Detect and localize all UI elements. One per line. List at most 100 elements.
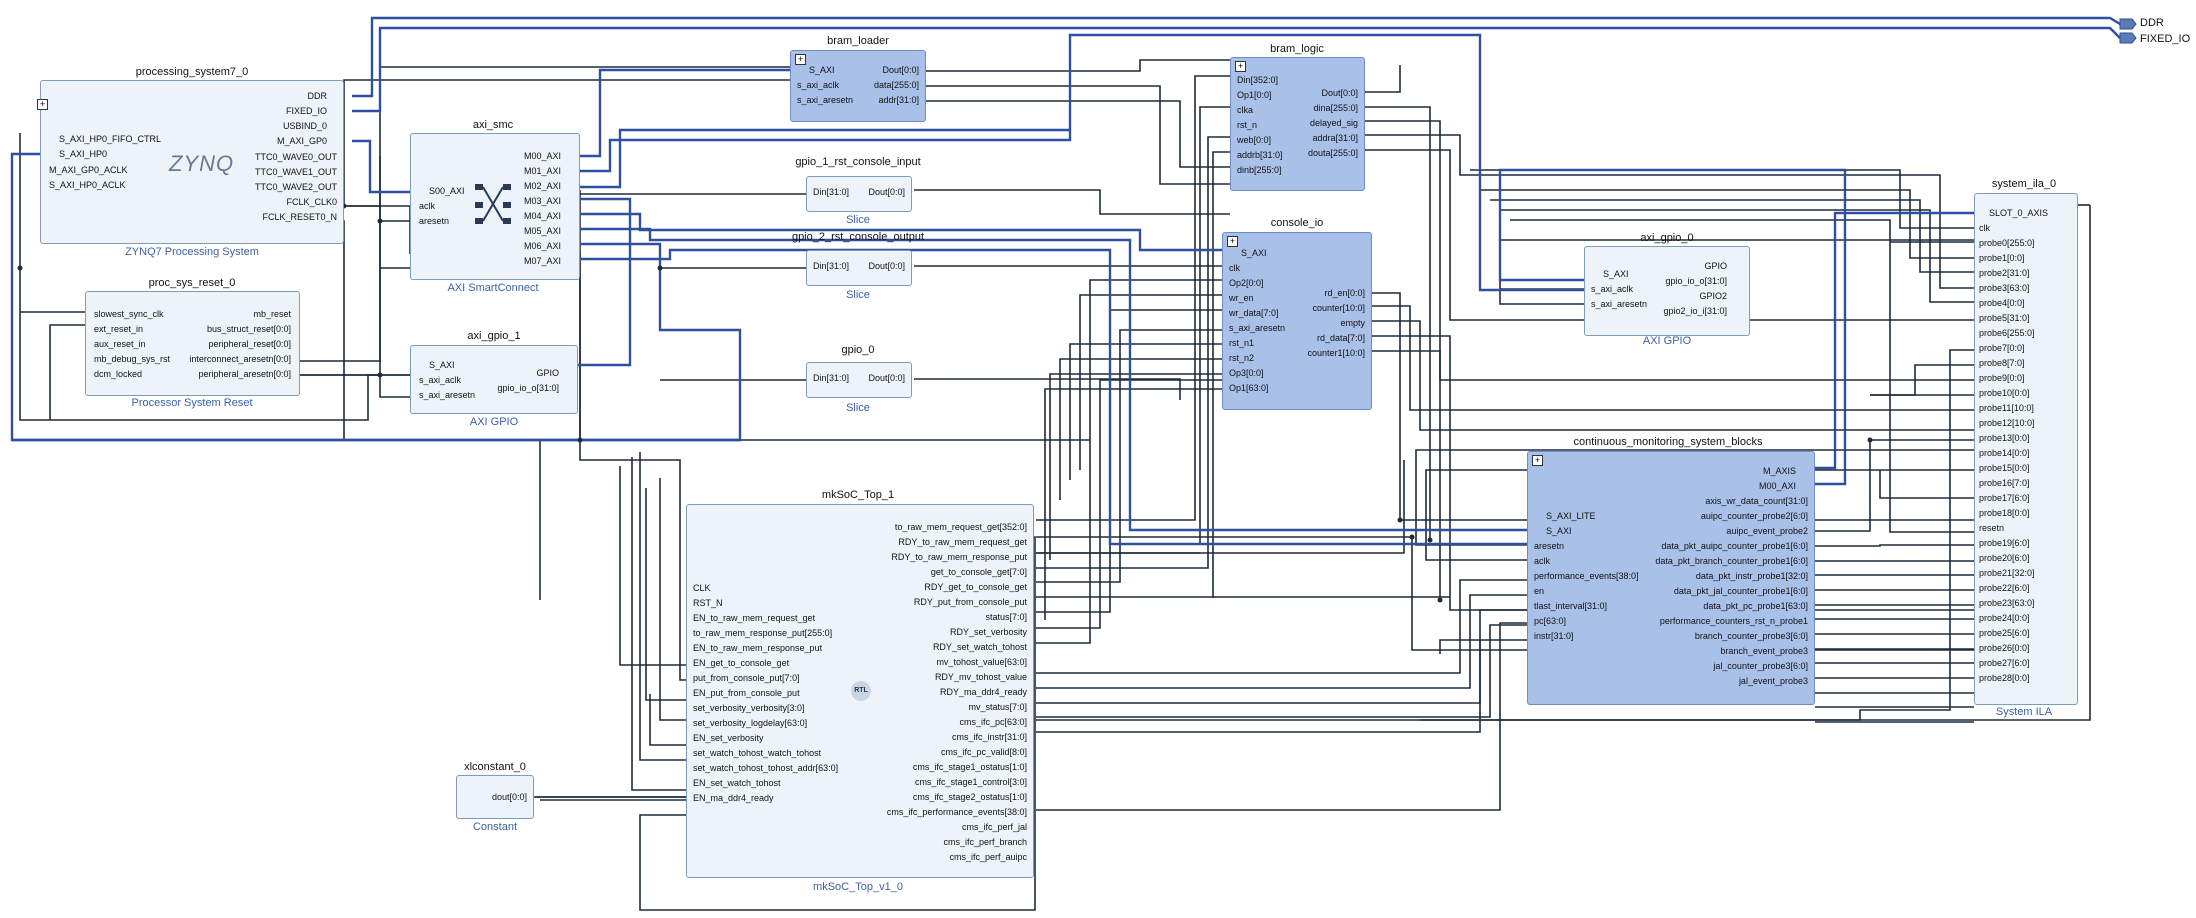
processing-system7-block[interactable]: + S_AXI_HP0_FIFO_CTRL S_AXI_HP0 M_AXI_GP… — [37, 80, 344, 244]
port-label: pc[63:0] — [1534, 616, 1567, 626]
soc-title: mkSoC_Top_1 — [821, 489, 895, 501]
port-label: Op1[0:0] — [1237, 90, 1272, 100]
cms-title: continuous_monitoring_system_blocks — [1573, 436, 1763, 448]
reset-title: proc_sys_reset_0 — [148, 277, 236, 289]
port-label: EN_set_watch_tohost — [693, 778, 781, 788]
port-label: rd_en[0:0] — [1324, 288, 1365, 298]
expand-icon[interactable]: + — [1235, 61, 1246, 72]
expand-icon[interactable]: + — [37, 99, 48, 110]
port-label: probe4[0:0] — [1979, 298, 2025, 308]
xlconstant-block[interactable]: dout[0:0] — [456, 775, 534, 819]
port-label: ext_reset_in — [94, 324, 144, 334]
ext-port-fixed-io[interactable]: FIXED_IO — [2140, 33, 2191, 45]
port-label: CLK — [693, 583, 711, 593]
port-label: GPIO — [536, 368, 559, 378]
port-label: probe1[0:0] — [1979, 253, 2025, 263]
slice2-subtitle: Slice — [846, 289, 870, 301]
console-title: console_io — [1270, 217, 1324, 229]
port-label: RDY_set_verbosity — [949, 627, 1027, 637]
port-label: probe19[6:0] — [1979, 538, 2030, 548]
port-label: cms_ifc_performance_events[38:0] — [886, 807, 1027, 817]
port-label: probe21[32:0] — [1979, 568, 2035, 578]
console-io-block[interactable]: + S_AXI clk Op2[0:0] wr_en wr_data[7:0] … — [1222, 232, 1372, 410]
port-label: s_axi_aresetn — [1591, 299, 1648, 309]
bram-logic-title: bram_logic — [1270, 43, 1324, 55]
port-label: S_AXI_HP0_ACLK — [49, 180, 126, 190]
expand-icon[interactable]: + — [1227, 236, 1238, 247]
port-label: FIXED_IO — [285, 106, 327, 116]
port-label: Din[31:0] — [813, 261, 850, 271]
port-label: Din[352:0] — [1237, 75, 1279, 85]
port-label: SLOT_0_AXIS — [1989, 208, 2049, 218]
port-label: s_axi_aresetn — [419, 390, 476, 400]
port-label: Dout[0:0] — [882, 65, 919, 75]
port-label: mv_tohost_value[63:0] — [936, 657, 1027, 667]
port-label: dina[255:0] — [1313, 103, 1358, 113]
port-label: put_from_console_put[7:0] — [693, 673, 800, 683]
axi-smartconnect-block[interactable]: S00_AXI aclk aresetn M00_AXI M01_AXI M02… — [410, 133, 580, 280]
mksoc-top-block[interactable]: CLK RST_N EN_to_raw_mem_request_get to_r… — [686, 504, 1034, 878]
bram-loader-block[interactable]: + S_AXI s_axi_aclk s_axi_aresetn Dout[0:… — [790, 50, 926, 122]
port-label: empty — [1340, 318, 1365, 328]
port-label: addra[31:0] — [1312, 133, 1358, 143]
system-ila-block[interactable]: SLOT_0_AXIS clk probe0[255:0] probe1[0:0… — [1974, 193, 2078, 705]
ext-port-ddr[interactable]: DDR — [2140, 17, 2164, 29]
slice-gpio0-block[interactable]: Din[31:0] Dout[0:0] — [806, 362, 912, 398]
slice0-title: gpio_0 — [841, 344, 875, 356]
port-label: probe26[0:0] — [1979, 643, 2030, 653]
bram-logic-block[interactable]: + Din[352:0] Op1[0:0] clka rst_n web[0:0… — [1230, 57, 1365, 191]
const-subtitle: Constant — [472, 821, 518, 833]
port-label: EN_to_raw_mem_response_put — [693, 643, 823, 653]
port-label: probe8[7:0] — [1979, 358, 2025, 368]
port-label: Dout[0:0] — [868, 261, 905, 271]
port-label: gpio_io_o[31:0] — [497, 383, 559, 393]
axi-gpio-1-block[interactable]: S_AXI s_axi_aclk s_axi_aresetn GPIO gpio… — [410, 345, 578, 414]
port-label: probe7[0:0] — [1979, 343, 2025, 353]
port-label: data[255:0] — [873, 80, 919, 90]
reset-subtitle: Processor System Reset — [131, 397, 253, 409]
port-label: branch_counter_probe3[6:0] — [1694, 631, 1808, 641]
expand-icon[interactable]: + — [1532, 455, 1543, 466]
soc-subtitle: mkSoC_Top_v1_0 — [813, 881, 903, 893]
port-label: data_pkt_branch_counter_probe1[6:0] — [1655, 556, 1808, 566]
cms-block[interactable]: + S_AXI_LITE S_AXI aresetn aclk performa… — [1527, 451, 1815, 705]
port-label: probe2[31:0] — [1979, 268, 2030, 278]
slice-gpio1-block[interactable]: Din[31:0] Dout[0:0] — [806, 176, 912, 212]
port-label: USBIND_0 — [282, 121, 327, 131]
axi-gpio-0-block[interactable]: S_AXI s_axi_aclk s_axi_aresetn GPIO gpio… — [1584, 246, 1750, 336]
port-label: branch_event_probe3 — [1720, 646, 1808, 656]
port-label: aclk — [419, 201, 436, 211]
port-label: cms_ifc_pc[63:0] — [959, 717, 1027, 727]
port-label: RST_N — [693, 598, 723, 608]
port-label: probe3[63:0] — [1979, 283, 2030, 293]
port-label: M03_AXI — [523, 196, 561, 206]
port-label: to_raw_mem_request_get[352:0] — [894, 522, 1027, 532]
port-label: S_AXI — [429, 360, 455, 370]
port-label: clk — [1979, 223, 1990, 233]
port-label: set_watch_tohost_tohost_addr[63:0] — [693, 763, 839, 773]
port-label: mb_reset — [253, 309, 291, 319]
slice-gpio2-block[interactable]: Din[31:0] Dout[0:0] — [806, 250, 912, 286]
port-label: gpio_io_o[31:0] — [1665, 276, 1727, 286]
smc-subtitle: AXI SmartConnect — [447, 282, 539, 294]
port-label: EN_to_raw_mem_request_get — [693, 613, 816, 623]
port-label: Din[31:0] — [813, 187, 850, 197]
port-label: peripheral_aresetn[0:0] — [198, 369, 291, 379]
port-label: aresetn — [419, 216, 450, 226]
port-label: TTC0_WAVE1_OUT — [254, 167, 337, 177]
gpio0-subtitle: AXI GPIO — [1642, 335, 1692, 347]
expand-icon[interactable]: + — [795, 54, 806, 65]
port-label: status[7:0] — [985, 612, 1027, 622]
port-label: probe6[255:0] — [1979, 328, 2035, 338]
port-label: S_AXI — [1546, 526, 1572, 536]
port-label: M_AXIS — [1762, 466, 1796, 476]
port-label: set_verbosity_logdelay[63:0] — [693, 718, 808, 728]
proc-sys-reset-block[interactable]: slowest_sync_clk ext_reset_in aux_reset_… — [85, 291, 300, 396]
const-title: xlconstant_0 — [464, 761, 526, 773]
port-label: probe10[0:0] — [1979, 388, 2030, 398]
port-label: S_AXI — [1241, 248, 1267, 258]
port-label: performance_events[38:0] — [1534, 571, 1639, 581]
port-label: mv_status[7:0] — [968, 702, 1027, 712]
port-label: EN_ma_ddr4_ready — [693, 793, 774, 803]
